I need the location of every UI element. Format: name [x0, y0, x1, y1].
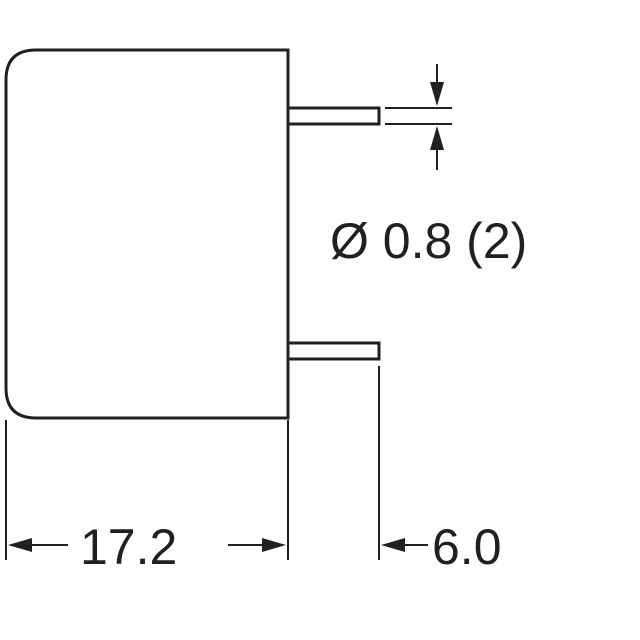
- body-width-arrow-right-head: [262, 538, 286, 552]
- pin-length-label: 6.0: [432, 519, 502, 575]
- lower-pin: [288, 341, 381, 361]
- pin-diameter-arrow-top-head: [430, 82, 444, 106]
- pin-diameter-label: Ø 0.8 (2): [330, 213, 527, 269]
- pin-diameter-arrow-bottom-head: [430, 126, 444, 150]
- body-width-label: 17.2: [80, 519, 177, 575]
- pin-length-arrow-head: [381, 538, 405, 552]
- component-body: [4, 48, 290, 420]
- body-width-arrow-left-head: [8, 538, 32, 552]
- upper-pin: [288, 106, 381, 126]
